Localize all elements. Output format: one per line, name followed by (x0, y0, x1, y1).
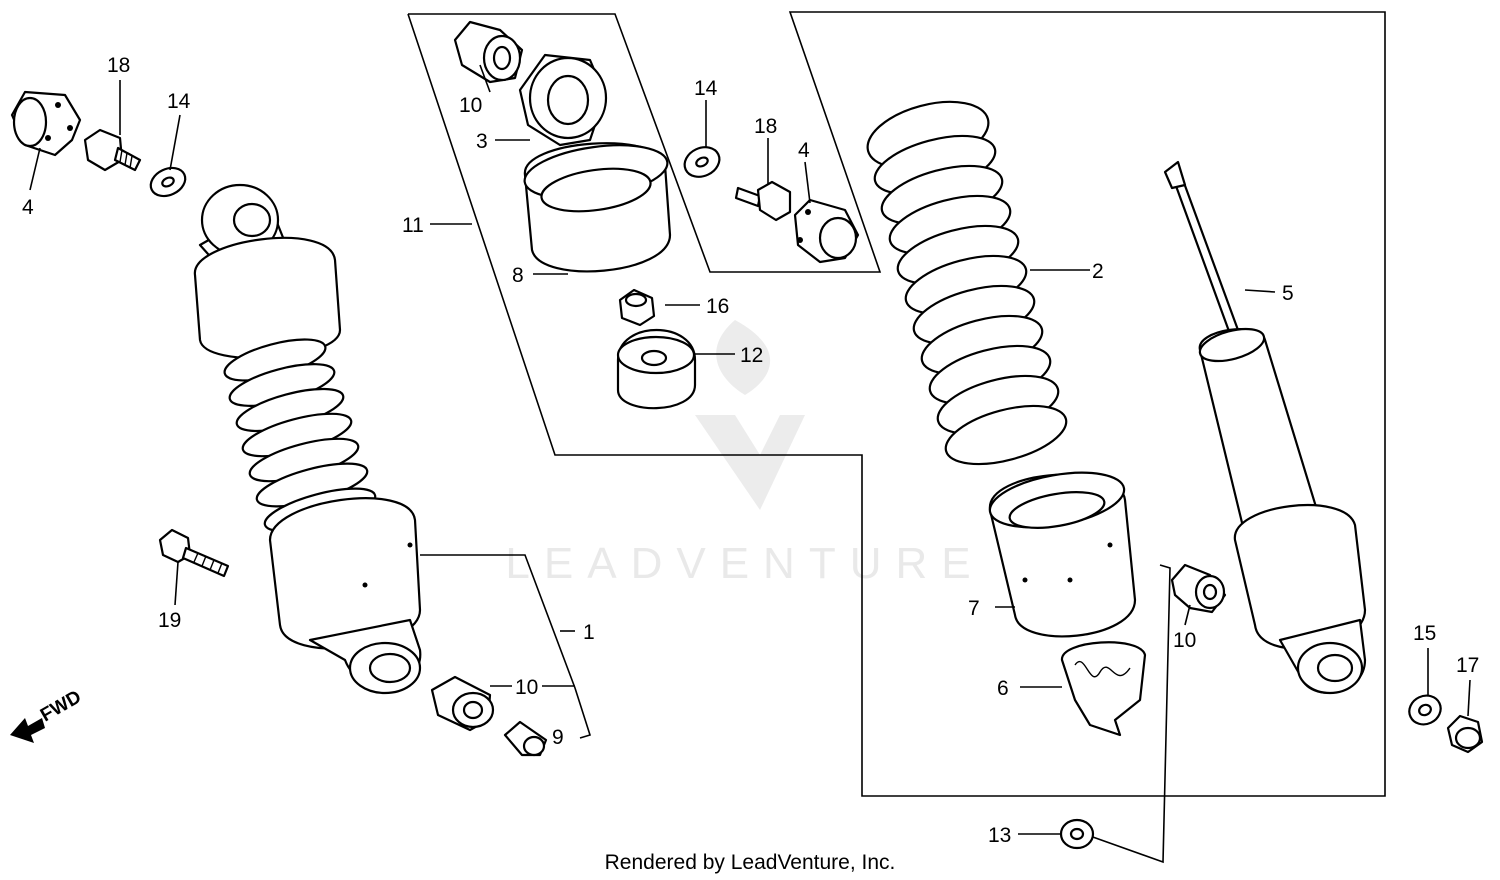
mount-cap-left (10, 90, 82, 157)
callout-17: 17 (1456, 654, 1479, 677)
fwd-label: FWD (37, 687, 85, 727)
shock-spring (866, 100, 1068, 466)
callout-16: 16 (706, 295, 729, 318)
bushing-lower-left (430, 675, 495, 732)
fwd-arrow-icon (10, 718, 45, 743)
flange-bolt-left (83, 128, 142, 172)
shock-damper (1163, 160, 1367, 695)
leader-lines (29, 64, 1471, 835)
callout-6: 6 (997, 677, 1009, 700)
washer-center (683, 146, 721, 178)
callout-9: 9 (552, 726, 564, 749)
callout-labels: 18 14 4 10 3 11 8 16 12 14 18 4 2 5 7 6 … (22, 54, 1479, 847)
watermark: LEADVENTURE (505, 320, 984, 588)
callout-1: 1 (583, 621, 595, 644)
spring-stopper (1060, 641, 1147, 737)
callout-3: 3 (476, 130, 488, 153)
callout-4: 4 (22, 196, 34, 219)
callout-18-center: 18 (754, 115, 777, 138)
rear-shock-assembly (193, 183, 422, 695)
callout-10: 10 (459, 94, 482, 117)
callout-2: 2 (1092, 260, 1104, 283)
callout-5: 5 (1282, 282, 1294, 305)
callout-7: 7 (968, 597, 980, 620)
callout-14: 14 (167, 90, 191, 113)
callout-15: 15 (1413, 622, 1436, 645)
callout-19: 19 (158, 609, 181, 632)
upper-mount-parts (453, 20, 697, 410)
washer-right (1408, 694, 1442, 726)
callout-4-center: 4 (798, 139, 810, 162)
bushing-right (1170, 563, 1227, 614)
mount-cap-center (793, 198, 860, 264)
callout-12: 12 (740, 344, 763, 367)
callout-18: 18 (107, 54, 130, 77)
callout-11: 11 (402, 214, 424, 237)
callout-13: 13 (988, 824, 1011, 847)
cap-nut (1446, 714, 1484, 754)
callout-10-right: 10 (1173, 629, 1196, 652)
washer-lower (1059, 818, 1095, 850)
watermark-text: LEADVENTURE (505, 539, 984, 588)
assembly-boundaries (407, 11, 1386, 864)
render-credit: Rendered by LeadVenture, Inc. (605, 851, 896, 874)
collar (503, 720, 548, 757)
callout-8: 8 (512, 264, 524, 287)
mounting-bolt-lower (158, 528, 230, 578)
callout-14-center: 14 (694, 77, 718, 100)
washer-left (149, 166, 187, 198)
forward-direction-indicator: FWD (10, 687, 85, 743)
lower-spring-seat (988, 471, 1137, 638)
callout-10-lower: 10 (515, 676, 538, 699)
flange-bolt-center (734, 180, 792, 222)
